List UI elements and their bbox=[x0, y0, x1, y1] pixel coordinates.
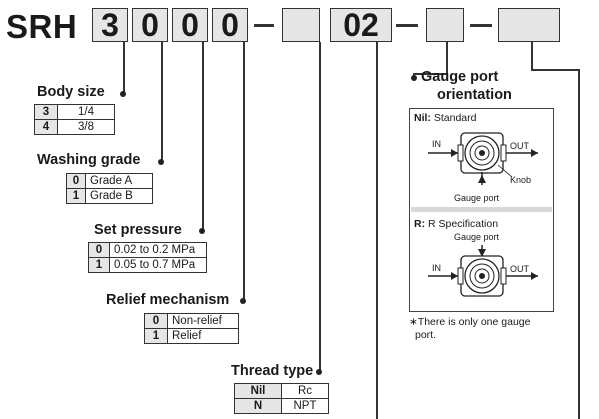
option-key: 0 bbox=[88, 242, 110, 258]
option-key: 1 bbox=[144, 328, 168, 344]
leader-line-option-down bbox=[578, 69, 580, 419]
leader-line-relief bbox=[243, 42, 245, 301]
code-box-set-pressure: 0 bbox=[172, 8, 208, 42]
option-key: 1 bbox=[66, 188, 86, 204]
washing-grade-title: Washing grade bbox=[37, 152, 141, 168]
option-value: Rc bbox=[281, 383, 329, 399]
gauge-port-title-line2: orientation bbox=[437, 87, 512, 103]
leader-line-option bbox=[531, 42, 533, 70]
leader-line-gauge-port bbox=[446, 42, 448, 74]
code-dash bbox=[254, 24, 274, 27]
thread-type-title: Thread type bbox=[231, 363, 314, 379]
option-value: 0.02 to 0.2 MPa bbox=[109, 242, 207, 258]
option-value: Relief bbox=[167, 328, 239, 344]
gauge-note-line2: port. bbox=[415, 329, 437, 341]
gauge-r-out-label: OUT bbox=[510, 264, 529, 274]
gauge-r-in-label: IN bbox=[432, 263, 441, 273]
leader-line-option-h bbox=[531, 69, 579, 71]
option-value: 3/8 bbox=[57, 119, 115, 135]
option-key: 4 bbox=[34, 119, 58, 135]
gauge-r-port-label: Gauge port bbox=[454, 232, 500, 242]
code-box-option bbox=[498, 8, 560, 42]
code-box-thread-type bbox=[282, 8, 320, 42]
option-key: Nil bbox=[234, 383, 282, 399]
set-pressure-title: Set pressure bbox=[94, 222, 182, 238]
regulator-top-view-r-spec-icon bbox=[428, 245, 538, 297]
regulator-top-view-standard-icon bbox=[428, 132, 538, 185]
gauge-port-label: Gauge port bbox=[454, 193, 500, 203]
gauge-port-diagram-box: Nil: Standard IN OUT Knob Gauge port R: … bbox=[409, 108, 554, 312]
gauge-port-title: Gauge port bbox=[421, 69, 499, 85]
gauge-r-label: R: R Specification bbox=[414, 218, 498, 230]
option-key: 0 bbox=[66, 173, 86, 189]
leader-line-02 bbox=[376, 42, 378, 419]
code-box-fixed-02: 02 bbox=[330, 8, 392, 42]
gauge-note-line1: ∗There is only one gauge bbox=[409, 316, 531, 328]
code-dash bbox=[396, 24, 418, 27]
bullet-dot bbox=[199, 228, 205, 234]
bullet-dot bbox=[240, 298, 246, 304]
relief-mechanism-title: Relief mechanism bbox=[106, 292, 230, 308]
code-dash bbox=[470, 24, 492, 27]
gauge-in-label: IN bbox=[432, 139, 441, 149]
gauge-nil-label: Nil: Standard bbox=[414, 112, 476, 124]
option-key: 3 bbox=[34, 104, 58, 120]
gauge-nil-key: Nil: bbox=[414, 112, 431, 124]
bullet-dot bbox=[158, 159, 164, 165]
option-key: 0 bbox=[144, 313, 168, 329]
option-key: 1 bbox=[88, 257, 110, 273]
gauge-r-text: R Specification bbox=[425, 218, 499, 230]
option-value: Non-relief bbox=[167, 313, 239, 329]
option-value: NPT bbox=[281, 398, 329, 414]
option-key: N bbox=[234, 398, 282, 414]
option-value: 0.05 to 0.7 MPa bbox=[109, 257, 207, 273]
gauge-r-key: R: bbox=[414, 218, 426, 230]
code-box-gauge-port bbox=[426, 8, 464, 42]
leader-line-body-size bbox=[123, 42, 125, 94]
leader-line-thread-type bbox=[319, 42, 321, 372]
option-value: 1/4 bbox=[57, 104, 115, 120]
body-size-title: Body size bbox=[37, 84, 105, 100]
code-box-body-size: 3 bbox=[92, 8, 128, 42]
bullet-dot bbox=[411, 75, 417, 81]
model-code-prefix: SRH bbox=[6, 8, 78, 45]
option-value: Grade A bbox=[85, 173, 153, 189]
leader-line-set-pressure bbox=[202, 42, 204, 231]
gauge-port-note: ∗There is only one gauge port. bbox=[409, 316, 569, 342]
gauge-separator bbox=[411, 207, 552, 212]
code-box-washing-grade: 0 bbox=[132, 8, 168, 42]
leader-line-gauge-port-h bbox=[414, 73, 447, 75]
code-box-relief: 0 bbox=[212, 8, 248, 42]
gauge-knob-label: Knob bbox=[510, 175, 532, 185]
leader-line-washing-grade bbox=[161, 42, 163, 162]
option-value: Grade B bbox=[85, 188, 153, 204]
bullet-dot bbox=[316, 369, 322, 375]
gauge-nil-text: Standard bbox=[430, 112, 477, 124]
gauge-out-label: OUT bbox=[510, 141, 529, 151]
bullet-dot bbox=[120, 91, 126, 97]
